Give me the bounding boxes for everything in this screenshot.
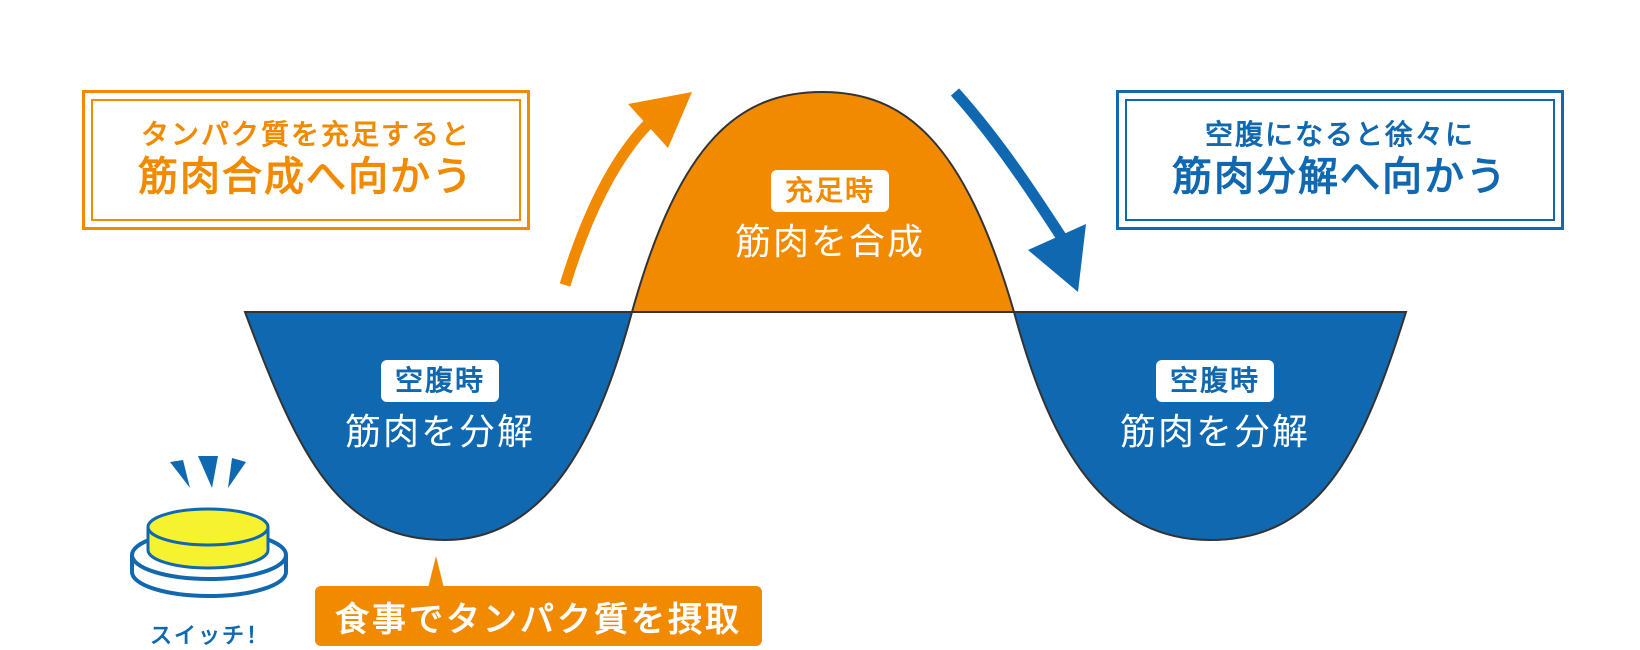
meal-pointer [428,556,444,588]
fasting-state-left-tag: 空腹時 [380,360,499,402]
down-arrow-icon [950,88,1086,292]
up-arrow-icon [559,92,692,287]
switch-label: スイッチ！ [149,624,270,649]
fasting-state-right-tag: 空腹時 [1155,360,1274,402]
synthesis-callout: タンパク質を充足すると 筋肉合成へ向かう [82,90,530,230]
fasting-state-left: 空腹時 筋肉を分解 [310,360,570,456]
fasting-trough-left [243,311,634,542]
meal-label: 食事でタンパク質を摂取 [315,586,762,646]
breakdown-callout-line2: 筋肉分解へ向かう [1172,153,1508,200]
full-state-caption: 筋肉を合成 [734,222,925,263]
breakdown-callout: 空腹になると徐々に 筋肉分解へ向かう [1116,90,1564,230]
synthesis-callout-line1: タンパク質を充足すると [140,118,471,152]
fasting-trough-right [1012,311,1408,542]
fasting-state-right-caption: 筋肉を分解 [1119,412,1310,453]
fasting-state-left-caption: 筋肉を分解 [344,412,535,453]
full-state: 充足時 筋肉を合成 [700,170,960,266]
synthesis-callout-line2: 筋肉合成へ向かう [138,153,474,200]
breakdown-callout-line1: 空腹になると徐々に [1204,118,1475,152]
switch-button-icon [130,456,288,598]
full-state-tag: 充足時 [770,170,889,212]
fasting-state-right: 空腹時 筋肉を分解 [1085,360,1345,456]
